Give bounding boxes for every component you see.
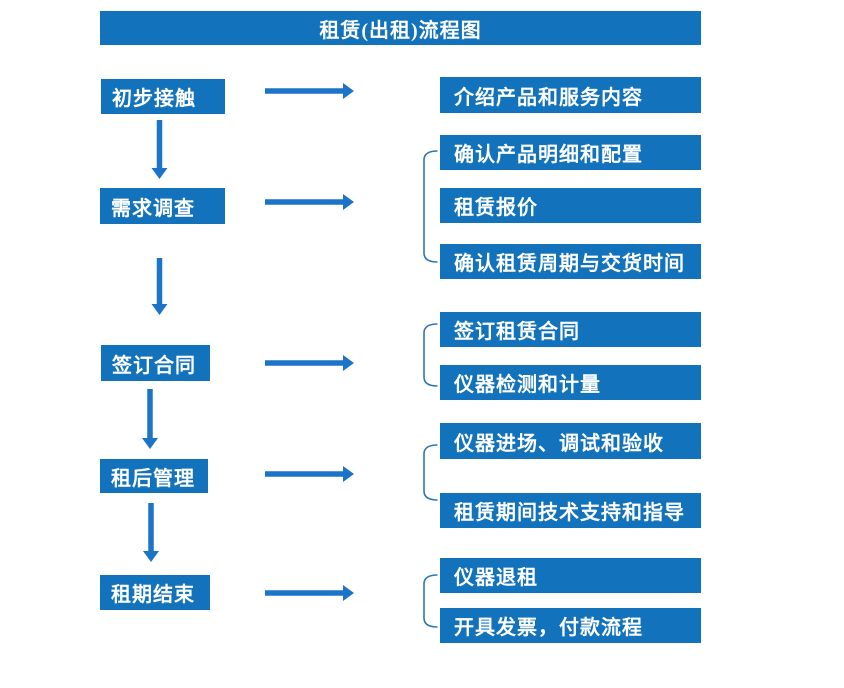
- step-box-rental-end: 租期结束: [100, 575, 210, 610]
- output-box: 仪器检测和计量: [440, 365, 701, 400]
- output-box: 确认租赁周期与交货时间: [440, 244, 701, 279]
- output-box: 租赁报价: [440, 188, 701, 223]
- output-box: 签订租赁合同: [440, 312, 701, 347]
- bracket-step5-outputs: [423, 574, 438, 628]
- output-box: 确认产品明细和配置: [440, 135, 701, 170]
- flowchart-title: 租赁(出租)流程图: [100, 11, 701, 45]
- output-box: 开具发票，付款流程: [440, 608, 701, 643]
- output-box: 仪器退租: [440, 558, 701, 593]
- step-box-post-rental-mgmt: 租后管理: [100, 459, 208, 493]
- output-box: 介绍产品和服务内容: [440, 77, 701, 113]
- bracket-step3-outputs: [423, 323, 438, 387]
- bracket-step4-outputs: [423, 444, 438, 501]
- step-box-demand-survey: 需求调查: [100, 188, 225, 224]
- step-box-initial-contact: 初步接触: [101, 79, 225, 114]
- bracket-step2-outputs: [423, 150, 438, 263]
- step-box-sign-contract: 签订合同: [101, 345, 210, 381]
- output-box: 租赁期间技术支持和指导: [440, 493, 701, 528]
- output-box: 仪器进场、调试和验收: [440, 423, 701, 459]
